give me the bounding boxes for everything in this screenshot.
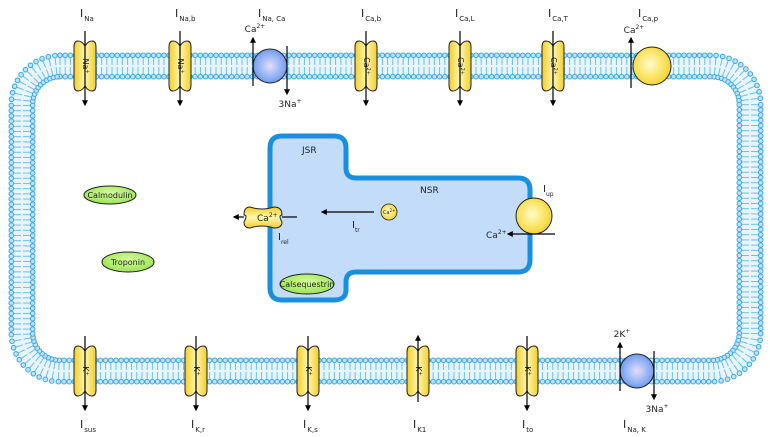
pump-body <box>632 46 672 86</box>
transporter-ito: K+Ito <box>515 336 539 434</box>
transporter-ina: Na+INa <box>73 7 97 107</box>
transfer-flux: Ca2+ Itr <box>320 203 398 234</box>
calsequestrin-buffer: Calsequestrin <box>279 273 335 295</box>
transporter-inaca: Ca2+ 3Na+ INa, Ca <box>245 7 302 110</box>
current-label-icap: ICa,p <box>638 7 659 23</box>
calmodulin-buffer: Calmodulin <box>83 185 137 205</box>
current-label-ikr: IK,r <box>191 418 205 434</box>
current-label-isus: Isus <box>80 418 96 434</box>
uptake-ion-label: Ca2+ <box>486 229 507 241</box>
uptake-current-label: Iup <box>543 184 554 198</box>
sr-body <box>267 133 533 303</box>
svg-text:Ca2+: Ca2+ <box>383 208 395 216</box>
exchanger-body <box>619 353 655 389</box>
sarcoplasmic-reticulum: JSR NSR Ca2+ Irel Ca2+ Itr Ca2+ Iup Cal <box>232 133 555 303</box>
exchanger-body <box>252 48 288 84</box>
transporter-icab: Ca2+ICa,b <box>354 7 382 107</box>
current-label-ito: Ito <box>522 418 533 434</box>
current-label-inaca: INa, Ca <box>258 7 285 23</box>
transporter-inak: 2K+ 3Na+ INa, K <box>614 328 669 434</box>
transporter-icap: Ca2+ICa,p <box>624 7 672 88</box>
svg-text:Calmodulin: Calmodulin <box>87 191 132 200</box>
outward-ion-label: 2K+ <box>614 328 631 340</box>
transporter-ical: Ca2+ICa,L <box>448 7 475 107</box>
release-ion-label: Ca2+ <box>257 212 278 224</box>
svg-text:Troponin: Troponin <box>110 258 145 267</box>
troponin-buffer: Troponin <box>101 251 155 273</box>
release-channel: Ca2+ Irel <box>232 206 297 246</box>
transporter-icat: Ca2+ICa,T <box>541 7 569 107</box>
uptake-pump: Ca2+ Iup <box>486 184 555 241</box>
transporter-ikr: K+IK,r <box>184 336 208 434</box>
outward-ion-label: Ca2+ <box>245 23 266 35</box>
inward-ion-label: 3Na+ <box>278 98 301 110</box>
transporter-inab: Na+INa,b <box>168 7 196 107</box>
transfer-ca-ion <box>380 203 398 221</box>
outward-ion-label: Ca2+ <box>624 24 645 36</box>
release-current-label: Irel <box>278 232 289 246</box>
current-label-inab: INa,b <box>175 7 196 23</box>
svg-text:Calsequestrin: Calsequestrin <box>280 280 335 289</box>
current-label-icab: ICa,b <box>361 7 382 23</box>
current-label-icat: ICa,T <box>548 7 569 23</box>
current-label-ina: INa <box>80 7 94 23</box>
transporter-isus: K+Isus <box>73 336 97 434</box>
current-label-iks: IK,s <box>303 418 318 434</box>
current-label-inak: INa, K <box>623 418 646 434</box>
inward-ion-label: 3Na+ <box>645 403 668 415</box>
current-label-ik1: IK1 <box>413 418 426 434</box>
jsr-label: JSR <box>301 146 317 156</box>
transporter-ik1: K+IK1 <box>406 334 430 434</box>
current-label-ical: ICa,L <box>455 7 475 23</box>
nsr-label: NSR <box>420 186 439 196</box>
transfer-current-label: Itr <box>352 220 360 234</box>
transporter-iks: K+IK,s <box>296 336 320 434</box>
